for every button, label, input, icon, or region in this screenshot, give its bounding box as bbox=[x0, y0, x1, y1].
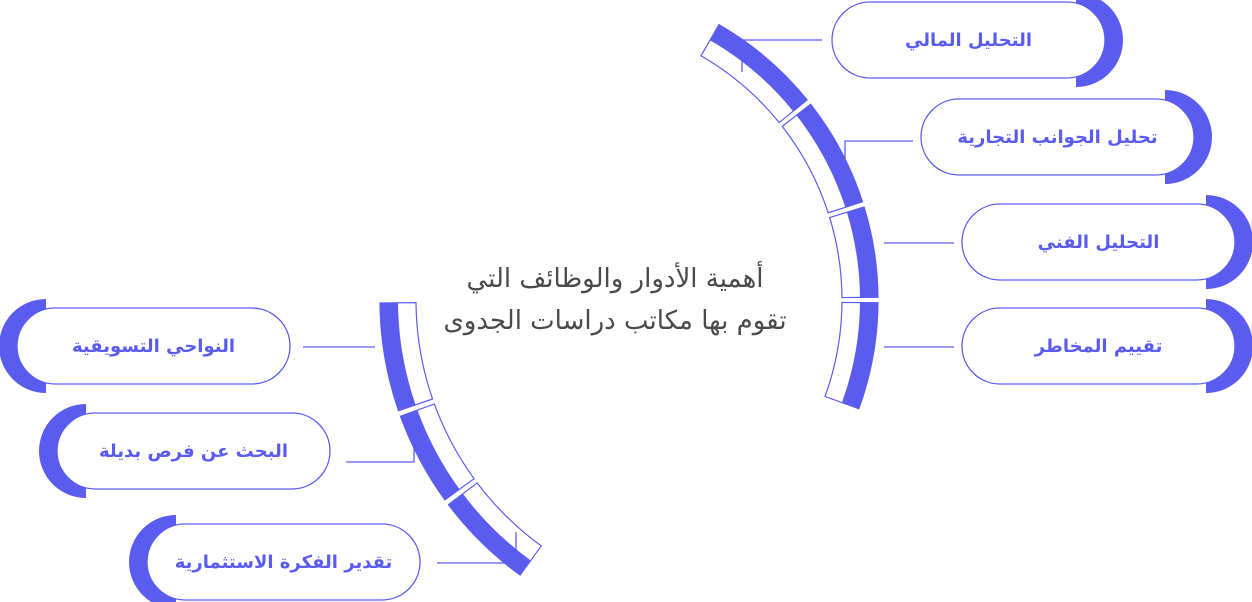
item-label: تقييم المخاطر bbox=[1034, 335, 1163, 357]
left-arc-segment-band bbox=[380, 302, 416, 411]
item-label: النواحي التسويقية bbox=[71, 335, 236, 357]
pill-body bbox=[961, 203, 1236, 281]
arc-segments bbox=[379, 23, 879, 576]
pill-body bbox=[831, 1, 1106, 79]
item-label: البحث عن فرص بديلة bbox=[99, 440, 288, 462]
connector-lines bbox=[303, 39, 954, 564]
connector-line bbox=[346, 442, 415, 463]
left-arc-segment-band bbox=[400, 410, 460, 500]
item-technical-analysis: التحليل الفني bbox=[962, 204, 1235, 280]
pill-cap-accent bbox=[129, 515, 177, 602]
pill-cap-accent bbox=[0, 299, 47, 393]
right-arc-segment-band bbox=[846, 207, 878, 298]
connector-line bbox=[844, 140, 913, 160]
item-financial-analysis: التحليل المالي bbox=[832, 2, 1105, 78]
item-risk-assessment: تقييم المخاطر bbox=[962, 308, 1235, 384]
center-title-line-2: تقوم بها مكاتب دراسات الجدوى bbox=[443, 306, 787, 336]
connector-line bbox=[437, 532, 517, 564]
pill-cap-accent bbox=[1205, 299, 1252, 393]
item-label: تحليل الجوانب التجارية bbox=[957, 126, 1158, 148]
item-label: التحليل الفني bbox=[1037, 231, 1160, 253]
item-investment-idea-estimation: تقدير الفكرة الاستثمارية bbox=[147, 524, 420, 600]
pill-body bbox=[16, 307, 291, 385]
pill-cap-accent bbox=[1075, 0, 1123, 87]
item-alternative-opportunities: البحث عن فرص بديلة bbox=[57, 413, 330, 489]
pill-body bbox=[920, 98, 1195, 176]
left-arc-segment-band bbox=[448, 493, 531, 576]
connector-line bbox=[741, 39, 822, 72]
item-label: التحليل المالي bbox=[905, 29, 1033, 51]
right-arc-segment-band bbox=[841, 302, 878, 409]
pill-cap-accent bbox=[1164, 90, 1212, 184]
pill-cap-accent bbox=[39, 404, 87, 498]
item-marketing-aspects: النواحي التسويقية bbox=[17, 308, 290, 384]
center-title-line-1: أهمية الأدوار والوظائف التي bbox=[466, 264, 764, 294]
pill-body bbox=[56, 412, 331, 490]
pill-body bbox=[146, 523, 421, 601]
item-label: تقدير الفكرة الاستثمارية bbox=[174, 551, 393, 573]
pill-body bbox=[961, 307, 1236, 385]
pill-cap-accent bbox=[1205, 195, 1252, 289]
item-commercial-aspects-analysis: تحليل الجوانب التجارية bbox=[921, 99, 1194, 175]
center-title: أهمية الأدوار والوظائف التي تقوم بها مكا… bbox=[395, 258, 835, 342]
right-arc-segment-band bbox=[796, 104, 863, 208]
right-arc-segment-band bbox=[710, 24, 808, 112]
